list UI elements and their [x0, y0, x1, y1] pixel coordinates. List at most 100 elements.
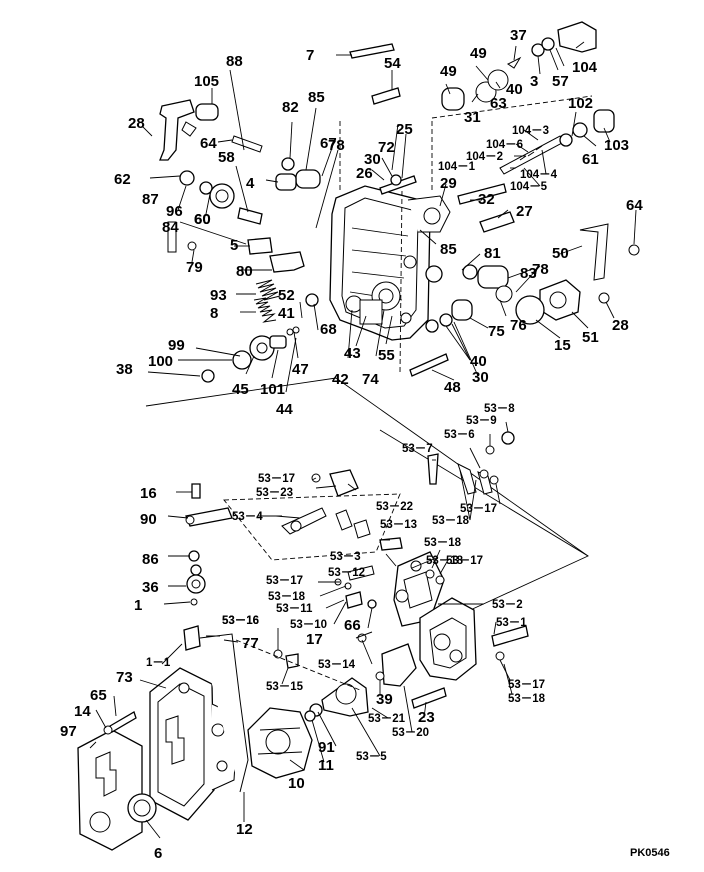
part-label-88: 77: [242, 635, 259, 652]
assembly-divider-line-2: [379, 429, 589, 613]
part-label-35: 49: [470, 45, 487, 62]
part-label-87: 17: [306, 631, 323, 648]
sub-part-label-36: 1－1: [146, 657, 171, 669]
part-label-50: 32: [478, 191, 495, 208]
part-label-27: 45: [232, 381, 249, 398]
part-label-1: 105: [194, 73, 219, 90]
part-label-61: 42: [332, 371, 349, 388]
sub-part-label-0: 104－6: [486, 139, 523, 151]
part-label-10: 82: [282, 99, 299, 116]
sub-part-label-27: 53－21: [368, 713, 406, 725]
part-label-22: 8: [210, 305, 218, 322]
lower-left-parts: [185, 483, 233, 606]
part-label-55: 78: [532, 261, 549, 278]
sub-part-label-30: 53－2: [492, 599, 523, 611]
part-label-73: 36: [142, 579, 159, 596]
pump-body: [77, 625, 313, 851]
part-label-75: 73: [116, 669, 133, 686]
governor-housing: [329, 185, 451, 341]
sub-part-label-5: 104－5: [510, 181, 548, 193]
sub-part-label-12: 53－22: [376, 501, 413, 513]
lower-dashed-lines: [223, 493, 401, 691]
sub-part-label-4: 104－4: [520, 169, 558, 181]
part-label-34: 31: [464, 109, 481, 126]
part-label-58: 40: [470, 353, 487, 370]
part-label-60: 48: [444, 379, 461, 396]
part-label-45: 72: [378, 139, 395, 156]
part-label-65: 50: [552, 245, 569, 262]
part-label-52: 85: [440, 241, 457, 258]
part-label-51: 27: [516, 203, 533, 220]
part-label-49: 29: [440, 175, 457, 192]
sub-part-label-19: 53－12: [328, 567, 365, 579]
part-label-66: 51: [582, 329, 599, 346]
sub-part-label-32: 53－17: [508, 679, 545, 691]
sub-part-label-8: 53－6: [444, 429, 475, 441]
upper-right-parts: [349, 21, 615, 233]
part-label-47: 25: [396, 121, 413, 138]
part-label-81: 10: [288, 775, 305, 792]
part-label-36: 63: [490, 95, 507, 112]
sub-part-number-labels: 104－6104－2104－1104－3104－4104－553－853－953…: [146, 125, 558, 763]
sub-part-label-20: 53－17: [266, 575, 303, 587]
part-label-24: 99: [168, 337, 185, 354]
part-label-15: 84: [162, 219, 179, 236]
part-label-48: 26: [356, 165, 373, 182]
sub-part-label-37: 53－16: [222, 615, 259, 627]
sub-part-label-33: 53－18: [508, 693, 546, 705]
upper-left-linkage: [159, 99, 321, 273]
drawing-code: PK0546: [630, 847, 670, 859]
lower-leader-lines: [89, 421, 513, 839]
part-label-86: 66: [344, 617, 361, 634]
part-label-57: 75: [488, 323, 505, 340]
sub-part-label-21: 53－18: [268, 591, 306, 603]
part-label-42: 102: [568, 95, 593, 112]
part-label-6: 96: [166, 203, 183, 220]
part-label-25: 100: [148, 353, 173, 370]
part-label-13: 78: [328, 137, 345, 154]
part-label-38: 3: [530, 73, 538, 90]
part-label-32: 54: [384, 55, 401, 72]
part-label-19: 93: [210, 287, 227, 304]
part-label-76: 65: [90, 687, 107, 704]
sub-part-label-9: 53－7: [402, 443, 433, 455]
part-label-21: 41: [278, 305, 295, 322]
part-label-79: 6: [154, 845, 162, 862]
part-label-26: 38: [116, 361, 133, 378]
part-label-14: 4: [246, 175, 255, 192]
part-label-8: 58: [218, 149, 235, 166]
sub-part-label-18: 53－3: [330, 551, 361, 563]
part-label-30: 44: [276, 401, 293, 418]
part-label-56: 76: [510, 317, 527, 334]
part-label-12: 67: [320, 135, 337, 152]
sub-part-label-2: 104－1: [438, 161, 476, 173]
sub-part-label-7: 53－9: [466, 415, 497, 427]
sub-part-label-17: 53－18: [426, 555, 464, 567]
part-label-46: 30: [364, 151, 381, 168]
sub-part-label-34: 53－17: [460, 503, 497, 515]
part-label-70: 16: [140, 485, 157, 502]
part-label-72: 86: [142, 551, 159, 568]
part-label-44: 61: [582, 151, 599, 168]
part-label-71: 90: [140, 511, 157, 528]
sub-part-label-1: 104－2: [466, 151, 503, 163]
sub-part-label-23: 53－10: [290, 619, 327, 631]
part-label-78: 97: [60, 723, 77, 740]
part-label-80: 12: [236, 821, 253, 838]
part-label-29: 47: [292, 361, 309, 378]
part-label-67: 15: [554, 337, 571, 354]
part-label-5: 87: [142, 191, 159, 208]
part-label-53: 81: [484, 245, 501, 262]
part-label-83: 91: [318, 739, 335, 756]
upper-dashed-lines: [339, 95, 593, 373]
governor-lower-housing: [304, 597, 529, 722]
part-label-82: 11: [318, 757, 334, 774]
part-label-39: 57: [552, 73, 569, 90]
part-label-62: 43: [344, 345, 361, 362]
sub-part-label-22: 53－11: [276, 603, 313, 615]
part-label-37: 37: [510, 27, 527, 44]
part-label-59: 30: [472, 369, 489, 386]
part-label-43: 103: [604, 137, 629, 154]
part-label-11: 85: [308, 89, 325, 106]
